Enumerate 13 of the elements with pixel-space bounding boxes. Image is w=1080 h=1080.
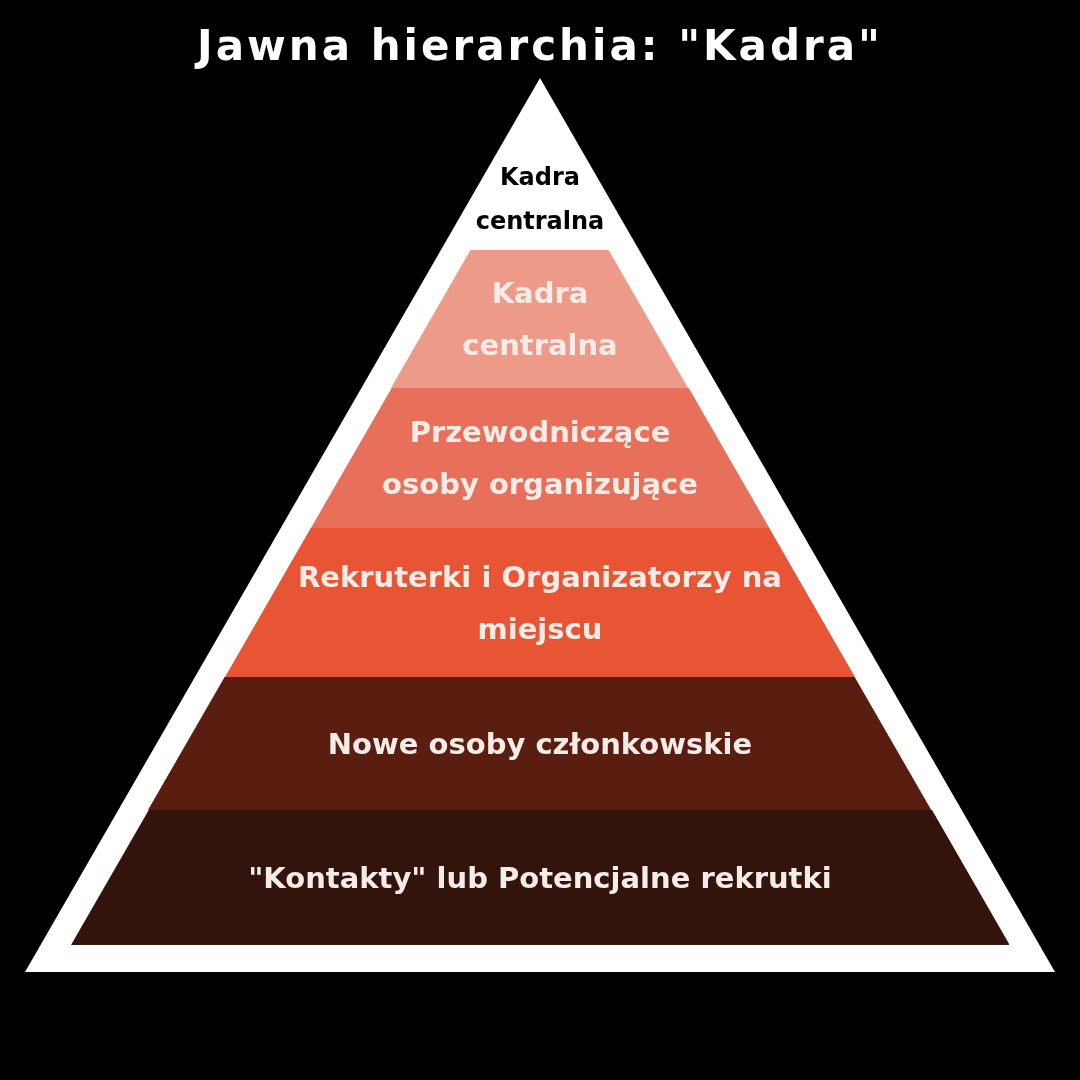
pyramid-tier <box>224 528 855 677</box>
tier-label: Przewodniczące osoby organizujące <box>381 414 699 503</box>
pyramid-triangle <box>25 78 1055 972</box>
pyramid-tier <box>70 810 1010 945</box>
tier-label: "Kontakty" lub Potencjalne rekrutki <box>248 859 832 897</box>
tier-label: Rekruterki i Organizatorzy na miejscu <box>297 558 783 648</box>
pyramid-tier <box>391 250 689 388</box>
title: Jawna hierarchia: "Kadra" <box>0 14 1080 77</box>
tier-label: Nowe osoby członkowskie <box>327 725 753 763</box>
tier-label: Kadra centralna <box>474 162 606 237</box>
pyramid-tier <box>310 388 770 528</box>
pyramid-tier <box>148 677 932 810</box>
tier-label: Kadra centralna <box>461 275 619 364</box>
